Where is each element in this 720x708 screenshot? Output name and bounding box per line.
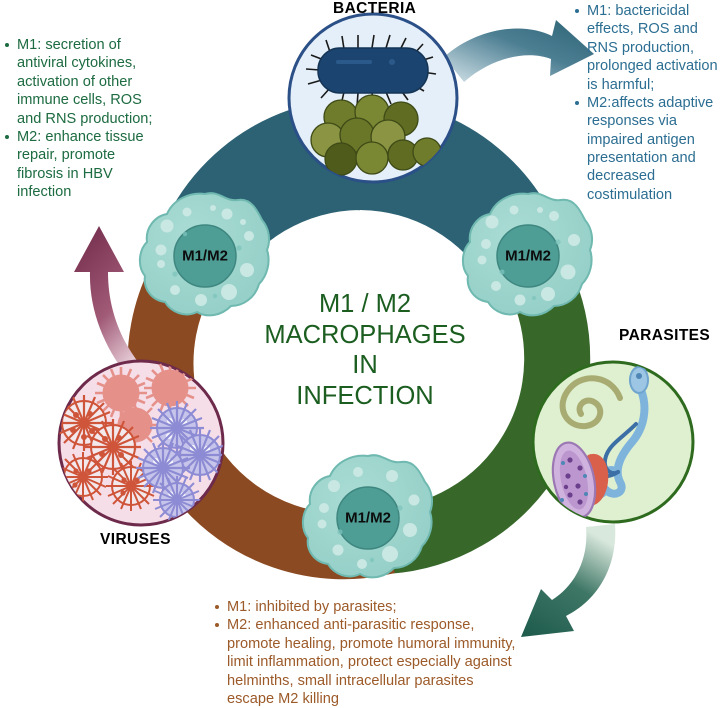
center-title: M1 / M2 MACROPHAGES IN INFECTION [264, 290, 466, 410]
virus-particles-icon [59, 362, 223, 524]
callout-parasites-item-1: M2: enhanced anti-parasitic response, pr… [214, 616, 524, 708]
cocci-cluster-icon [310, 94, 442, 176]
viruses-circle [57, 359, 225, 527]
macrophage-vesicles [477, 205, 580, 306]
callout-bacteria-item-1: M2:affects adaptive responses via impair… [574, 94, 720, 204]
callout-bacteria-item-0: M1: bactericidal effects, ROS and RNS pr… [574, 2, 720, 94]
callout-viruses: M1: secretion of antiviral cytokines, ac… [4, 36, 156, 201]
macrophage-vesicles [155, 205, 254, 306]
label-viruses: VIRUSES [100, 531, 171, 548]
macrophage-label-upper-left: M1/M2 [182, 247, 228, 265]
callout-bacteria: M1: bactericidal effects, ROS and RNS pr… [574, 2, 720, 204]
ring-segment-bacteria [172, 144, 547, 360]
callout-viruses-item-1: M2: enhance tissue repair, promote fibro… [4, 128, 156, 202]
macrophage-upper-left [139, 192, 271, 317]
protozoan-icon [551, 441, 609, 519]
bacteria-arrow [444, 20, 594, 82]
macrophage-label-bottom-center: M1/M2 [345, 509, 391, 527]
bacteria-circle [287, 12, 459, 184]
parasites-arrow [521, 524, 616, 637]
macrophage-bottom-center [302, 454, 434, 579]
macrophage-nucleus [173, 224, 237, 288]
label-bacteria: BACTERIA [333, 0, 417, 17]
parasites-circle [531, 360, 695, 524]
viruses-arrow [74, 226, 146, 381]
macrophage-nucleus [336, 486, 400, 550]
macrophage-nucleus [496, 224, 560, 288]
macrophage-vesicles [317, 467, 420, 569]
ring-inner-disc [212, 212, 508, 508]
label-parasites: PARASITES [619, 327, 711, 344]
macrophage-upper-right [462, 192, 594, 317]
callout-parasites: M1: inhibited by parasites; M2: enhanced… [214, 598, 524, 708]
ring-arc-parasites [384, 267, 591, 574]
helminth-coil-icon [559, 375, 623, 430]
callout-viruses-item-0: M1: secretion of antiviral cytokines, ac… [4, 36, 156, 128]
macrophage-label-upper-right: M1/M2 [505, 247, 551, 265]
callout-parasites-item-0: M1: inhibited by parasites; [214, 598, 524, 616]
bacillus-icon [317, 47, 429, 94]
